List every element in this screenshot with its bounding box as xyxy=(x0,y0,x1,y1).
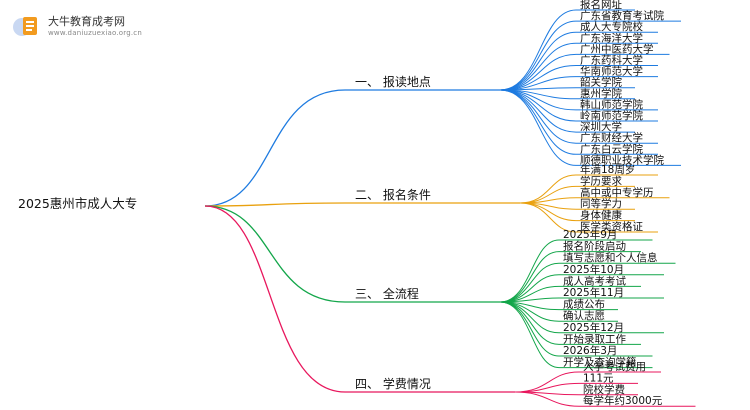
leaf-label: 深圳大学 xyxy=(580,120,622,133)
root-node-label: 2025惠州市成人大专 xyxy=(18,196,137,211)
leaf-label: 院校学费 xyxy=(583,383,625,396)
leaf-edge xyxy=(499,301,560,369)
branch-label-1: 一、 报读地点 xyxy=(355,74,431,89)
leaf-edge xyxy=(499,239,560,303)
leaf-edge xyxy=(499,20,577,91)
leaf-label: 2026年3月 xyxy=(563,344,617,357)
leaf-label: 每学年约3000元 xyxy=(583,394,663,407)
leaf-edge xyxy=(519,174,577,204)
watermark-site: www.daniuzuexiao.org.cn xyxy=(48,28,142,37)
leaf-edge xyxy=(499,9,577,91)
leaf-label: 惠州学院 xyxy=(580,87,622,100)
leaf-label: 2025年9月 xyxy=(563,228,617,241)
leaf-label: 报名网址 xyxy=(580,0,622,11)
leaf-label: 开始录取工作 xyxy=(563,332,626,345)
leaf-edge xyxy=(499,53,577,91)
leaf-label: 2025年10月 xyxy=(563,263,624,276)
watermark-title: 大牛教育成考网 xyxy=(48,14,125,28)
leaf-edge xyxy=(514,382,580,393)
leaf-label: 111元 xyxy=(583,372,614,384)
leaf-label: 入学考试费用 xyxy=(583,360,646,373)
leaf-label: 学历要求 xyxy=(580,174,622,187)
watermark: 大牛教育成考网 www.daniuzuexiao.org.cn xyxy=(12,14,142,38)
branch-edge-3 xyxy=(204,205,346,303)
branch-edge-2 xyxy=(204,202,346,207)
leaf-label: 广东白云学院 xyxy=(580,142,643,155)
branch-edge-1 xyxy=(204,89,346,207)
leaf-label: 成绩公布 xyxy=(563,298,605,311)
leaf-label: 成人大专院校 xyxy=(580,20,643,33)
leaf-label: 广州中医药大学 xyxy=(580,42,654,55)
leaf-label: 填写志愿和个人信息 xyxy=(563,251,658,264)
branch-label-2: 二、 报名条件 xyxy=(355,187,431,202)
leaf-edge xyxy=(499,42,577,91)
leaf-label: 确认志愿 xyxy=(563,309,605,322)
leaf-label: 成人高考考试 xyxy=(563,274,626,287)
leaf-label: 华南师范大学 xyxy=(580,65,643,78)
leaf-label: 高中或中专学历 xyxy=(580,186,654,199)
leaf-label: 年满18周岁 xyxy=(580,163,635,176)
leaf-edge xyxy=(514,391,580,407)
branch-label-3: 三、 全流程 xyxy=(355,286,419,301)
leaf-edge xyxy=(499,31,577,91)
branch-edge-4 xyxy=(204,205,346,393)
leaf-label: 同等学力 xyxy=(580,197,622,210)
leaf-label: 韩山师范学院 xyxy=(580,98,643,111)
branch-label-4: 四、 学费情况 xyxy=(355,376,431,391)
leaf-label: 广东海洋大学 xyxy=(580,31,643,44)
leaf-edge xyxy=(499,301,560,322)
leaf-label: 岭南师范学院 xyxy=(580,109,643,122)
leaf-edge xyxy=(499,89,577,122)
leaf-label: 开学及查询学籍 xyxy=(563,356,637,369)
leaf-edge xyxy=(514,371,580,393)
leaf-edge xyxy=(499,89,577,166)
leaf-label: 2025年11月 xyxy=(563,286,624,299)
mindmap-nodes: 2025惠州市成人大专 一、 报读地点 报名网址广东省教育考试院成人大专院校广东海… xyxy=(18,0,664,407)
book-logo-icon xyxy=(12,14,40,38)
leaf-label: 身体健康 xyxy=(580,209,622,222)
leaf-label: 医学类资格证 xyxy=(580,220,643,233)
leaf-label: 广东药科大学 xyxy=(580,54,643,67)
mindmap-edges xyxy=(204,9,696,407)
leaf-edge xyxy=(519,202,577,233)
leaf-label: 韶关学院 xyxy=(580,76,622,89)
leaf-label: 2025年12月 xyxy=(563,321,624,334)
leaf-label: 报名阶段启动 xyxy=(563,240,626,253)
leaf-edge xyxy=(499,301,560,345)
leaf-label: 广东省教育考试院 xyxy=(580,9,664,22)
leaf-label: 广东财经大学 xyxy=(580,131,643,144)
leaf-edge xyxy=(499,262,560,303)
leaf-edge xyxy=(499,89,577,111)
leaf-edge xyxy=(499,301,560,334)
leaf-label: 顺德职业技术学院 xyxy=(580,153,664,166)
